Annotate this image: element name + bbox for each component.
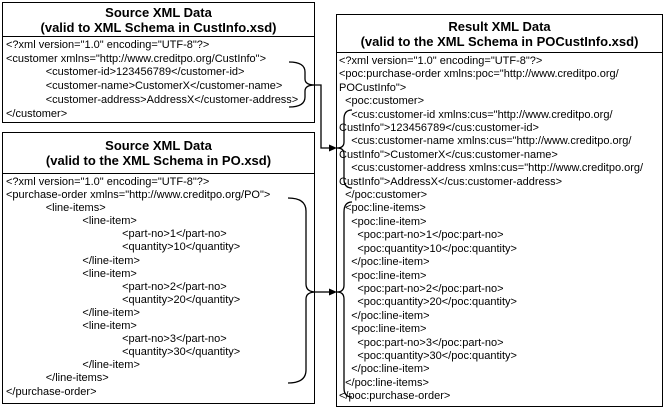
- code-line: </customer>: [6, 107, 68, 120]
- result-box: Result XML Data (valid to the XML Schema…: [336, 14, 663, 407]
- code-line: <poc:line-items>: [339, 202, 426, 215]
- code-line: <poc:line-item>: [339, 323, 427, 336]
- code-line: <poc:customer>: [339, 95, 424, 108]
- code-line: <line-item>: [6, 267, 137, 280]
- code-line: </purchase-order>: [6, 385, 97, 398]
- box-title-line2: (valid to XML Schema in CustInfo.xsd): [40, 20, 277, 35]
- box-title-line2: (valid to the XML Schema in PO.xsd): [45, 153, 272, 168]
- result-xml-code: <?xml version="1.0" encoding="UTF-8"?><p…: [337, 53, 662, 404]
- code-line: CustInfo">123456789</cus:customer-id>: [339, 122, 539, 135]
- code-line: <line-item>: [6, 215, 137, 228]
- code-line: <purchase-order xmlns="http://www.credit…: [6, 189, 271, 202]
- code-line: <poc:line-item>: [339, 215, 427, 228]
- code-line: </line-items>: [6, 372, 109, 385]
- code-line: <cus:customer-id xmlns:cus="http://www.c…: [339, 108, 613, 121]
- code-line: </poc:line-item>: [339, 309, 430, 322]
- code-line: CustInfo">CustomerX</cus:customer-name>: [339, 148, 558, 161]
- code-line: <poc:quantity>10</poc:quantity>: [339, 242, 517, 255]
- source-custinfo-box: Source XML Data (valid to XML Schema in …: [2, 2, 315, 123]
- code-line: <line-items>: [6, 202, 106, 215]
- box-title-line1: Source XML Data: [105, 138, 212, 153]
- code-line: <part-no>3</part-no>: [6, 333, 227, 346]
- code-line: POCustInfo">: [339, 81, 407, 94]
- source-po-box: Source XML Data (valid to the XML Schema…: [2, 132, 315, 404]
- code-line: <poc:line-item>: [339, 269, 427, 282]
- code-line: <customer xmlns="http://www.creditpo.org…: [6, 52, 267, 65]
- code-line: <customer-id>123456789</customer-id>: [6, 66, 245, 79]
- code-line: </line-item>: [6, 306, 140, 319]
- code-line: </line-item>: [6, 359, 140, 372]
- box-title-line1: Result XML Data: [448, 19, 551, 34]
- code-line: </poc:customer>: [339, 189, 428, 202]
- code-line: <quantity>30</quantity>: [6, 346, 241, 359]
- box-title-line1: Source XML Data: [105, 5, 212, 20]
- po-xml-code: <?xml version="1.0" encoding="UTF-8"?><p…: [3, 174, 314, 399]
- code-line: </poc:line-item>: [339, 256, 430, 269]
- code-line: <?xml version="1.0" encoding="UTF-8"?>: [339, 55, 543, 67]
- code-line: <poc:quantity>30</poc:quantity>: [339, 349, 517, 362]
- code-line: <?xml version="1.0" encoding="UTF-8"?>: [6, 176, 210, 188]
- box-title: Source XML Data (valid to XML Schema in …: [3, 3, 314, 37]
- code-line: <cus:customer-name xmlns:cus="http://www…: [339, 135, 632, 148]
- box-title-line2: (valid to the XML Schema in POCustInfo.x…: [360, 34, 639, 49]
- code-line: <poc:purchase-order xmlns:poc="http://ww…: [339, 68, 619, 81]
- code-line: <line-item>: [6, 320, 137, 333]
- code-line: <customer-name>CustomerX</customer-name>: [6, 80, 283, 93]
- box-title: Result XML Data (valid to the XML Schema…: [337, 15, 662, 53]
- code-line: </line-item>: [6, 254, 140, 267]
- code-line: <quantity>20</quantity>: [6, 293, 241, 306]
- code-line: </poc:line-items>: [339, 376, 429, 389]
- code-line: <part-no>1</part-no>: [6, 228, 227, 241]
- custinfo-xml-code: <?xml version="1.0" encoding="UTF-8"?><c…: [3, 37, 314, 121]
- code-line: <poc:part-no>2</poc:part-no>: [339, 282, 504, 295]
- code-line: <quantity>10</quantity>: [6, 241, 241, 254]
- code-line: <part-no>2</part-no>: [6, 280, 227, 293]
- code-line: <cus:customer-address xmlns:cus="http://…: [339, 162, 644, 175]
- code-line: CustInfo">AddressX</cus:customer-address…: [339, 175, 563, 188]
- code-line: </poc:purchase-order>: [339, 390, 451, 403]
- code-line: <?xml version="1.0" encoding="UTF-8"?>: [6, 39, 210, 51]
- customer-mapping-arrow-line: [315, 84, 329, 149]
- box-title: Source XML Data (valid to the XML Schema…: [3, 133, 314, 174]
- code-line: </poc:line-item>: [339, 363, 430, 376]
- code-line: <poc:part-no>1</poc:part-no>: [339, 229, 504, 242]
- code-line: <poc:quantity>20</poc:quantity>: [339, 296, 517, 309]
- code-line: <poc:part-no>3</poc:part-no>: [339, 336, 504, 349]
- code-line: <customer-address>AddressX</customer-add…: [6, 93, 299, 106]
